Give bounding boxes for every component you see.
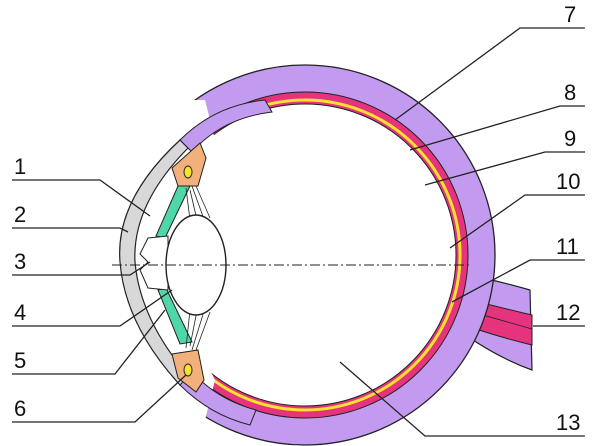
label-1: 1 [14, 154, 26, 179]
leader-lines [12, 27, 585, 437]
ciliary-body-top-dot [183, 165, 193, 179]
label-11: 11 [556, 234, 579, 259]
label-10: 10 [556, 169, 580, 194]
label-7: 7 [564, 2, 576, 27]
ciliary-body-bottom-dot [183, 363, 193, 377]
label-9: 9 [564, 126, 576, 151]
label-4: 4 [14, 300, 26, 325]
number-labels: 1 2 3 4 5 6 7 8 9 10 11 12 13 [14, 2, 580, 435]
label-6: 6 [14, 396, 26, 421]
label-5: 5 [14, 348, 26, 373]
label-8: 8 [564, 80, 576, 105]
label-13: 13 [556, 410, 580, 435]
label-12: 12 [556, 300, 580, 325]
label-3: 3 [14, 249, 26, 274]
label-2: 2 [14, 202, 26, 227]
sclera-front-top [179, 99, 273, 153]
ciliary-body-top [171, 142, 207, 187]
